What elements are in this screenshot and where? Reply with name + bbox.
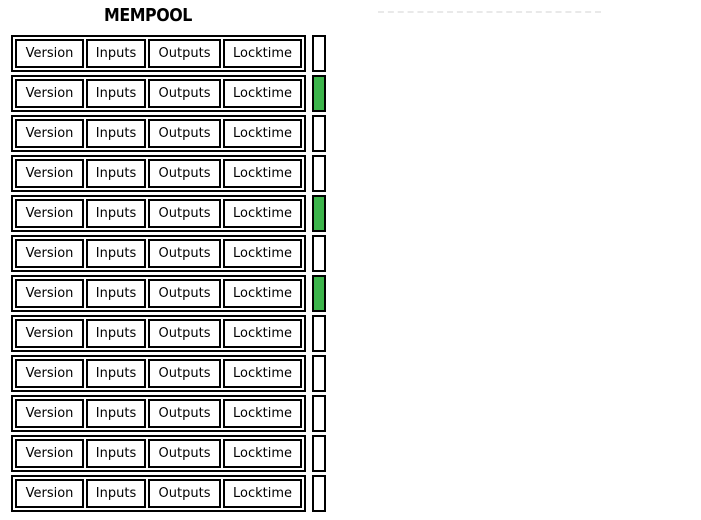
transaction-box[interactable]: Version Inputs Outputs Locktime: [11, 315, 306, 352]
inputs-field: Inputs: [86, 399, 146, 428]
status-indicator: [312, 115, 326, 152]
locktime-field: Locktime: [223, 199, 302, 228]
locktime-field: Locktime: [223, 479, 302, 508]
locktime-field: Locktime: [223, 319, 302, 348]
transaction-row: Version Inputs Outputs Locktime: [11, 75, 326, 112]
transaction-row: Version Inputs Outputs Locktime: [11, 475, 326, 512]
version-field: Version: [15, 79, 84, 108]
outputs-field: Outputs: [148, 439, 221, 468]
status-indicator: [312, 275, 326, 312]
version-field: Version: [15, 399, 84, 428]
transaction-row: Version Inputs Outputs Locktime: [11, 235, 326, 272]
transaction-row: Version Inputs Outputs Locktime: [11, 395, 326, 432]
outputs-field: Outputs: [148, 479, 221, 508]
transaction-row: Version Inputs Outputs Locktime: [11, 435, 326, 472]
outputs-field: Outputs: [148, 159, 221, 188]
status-indicator: [312, 395, 326, 432]
status-indicator: [312, 475, 326, 512]
status-indicator: [312, 355, 326, 392]
version-field: Version: [15, 359, 84, 388]
outputs-field: Outputs: [148, 79, 221, 108]
version-field: Version: [15, 319, 84, 348]
inputs-field: Inputs: [86, 319, 146, 348]
version-field: Version: [15, 119, 84, 148]
inputs-field: Inputs: [86, 239, 146, 268]
inputs-field: Inputs: [86, 279, 146, 308]
outputs-field: Outputs: [148, 39, 221, 68]
outputs-field: Outputs: [148, 199, 221, 228]
locktime-field: Locktime: [223, 279, 302, 308]
inputs-field: Inputs: [86, 479, 146, 508]
status-indicator: [312, 315, 326, 352]
transaction-box[interactable]: Version Inputs Outputs Locktime: [11, 115, 306, 152]
outputs-field: Outputs: [148, 319, 221, 348]
transaction-box[interactable]: Version Inputs Outputs Locktime: [11, 195, 306, 232]
locktime-field: Locktime: [223, 359, 302, 388]
transaction-row: Version Inputs Outputs Locktime: [11, 275, 326, 312]
status-indicator: [312, 235, 326, 272]
inputs-field: Inputs: [86, 39, 146, 68]
transaction-box[interactable]: Version Inputs Outputs Locktime: [11, 355, 306, 392]
status-indicator: [312, 75, 326, 112]
transaction-box[interactable]: Version Inputs Outputs Locktime: [11, 395, 306, 432]
transaction-box[interactable]: Version Inputs Outputs Locktime: [11, 435, 306, 472]
locktime-field: Locktime: [223, 79, 302, 108]
inputs-field: Inputs: [86, 119, 146, 148]
locktime-field: Locktime: [223, 399, 302, 428]
outputs-field: Outputs: [148, 279, 221, 308]
status-indicator: [312, 435, 326, 472]
status-indicator: [312, 155, 326, 192]
outputs-field: Outputs: [148, 239, 221, 268]
version-field: Version: [15, 479, 84, 508]
transaction-box[interactable]: Version Inputs Outputs Locktime: [11, 235, 306, 272]
version-field: Version: [15, 239, 84, 268]
transaction-row: Version Inputs Outputs Locktime: [11, 315, 326, 352]
inputs-field: Inputs: [86, 199, 146, 228]
inputs-field: Inputs: [86, 439, 146, 468]
transaction-box[interactable]: Version Inputs Outputs Locktime: [11, 475, 306, 512]
outputs-field: Outputs: [148, 119, 221, 148]
inputs-field: Inputs: [86, 359, 146, 388]
locktime-field: Locktime: [223, 119, 302, 148]
locktime-field: Locktime: [223, 439, 302, 468]
locktime-field: Locktime: [223, 39, 302, 68]
transaction-row: Version Inputs Outputs Locktime: [11, 155, 326, 192]
status-indicator: [312, 35, 326, 72]
transaction-row: Version Inputs Outputs Locktime: [11, 355, 326, 392]
transaction-box[interactable]: Version Inputs Outputs Locktime: [11, 275, 306, 312]
transaction-row: Version Inputs Outputs Locktime: [11, 195, 326, 232]
transaction-row: Version Inputs Outputs Locktime: [11, 35, 326, 72]
version-field: Version: [15, 39, 84, 68]
mempool-title: MEMPOOL: [104, 5, 192, 26]
locktime-field: Locktime: [223, 239, 302, 268]
transaction-box[interactable]: Version Inputs Outputs Locktime: [11, 155, 306, 192]
transaction-box[interactable]: Version Inputs Outputs Locktime: [11, 35, 306, 72]
inputs-field: Inputs: [86, 159, 146, 188]
version-field: Version: [15, 199, 84, 228]
outputs-field: Outputs: [148, 359, 221, 388]
dashed-line: [378, 11, 601, 13]
status-indicator: [312, 195, 326, 232]
version-field: Version: [15, 439, 84, 468]
transaction-list: Version Inputs Outputs Locktime Version …: [11, 35, 326, 515]
inputs-field: Inputs: [86, 79, 146, 108]
locktime-field: Locktime: [223, 159, 302, 188]
outputs-field: Outputs: [148, 399, 221, 428]
version-field: Version: [15, 159, 84, 188]
transaction-row: Version Inputs Outputs Locktime: [11, 115, 326, 152]
version-field: Version: [15, 279, 84, 308]
transaction-box[interactable]: Version Inputs Outputs Locktime: [11, 75, 306, 112]
